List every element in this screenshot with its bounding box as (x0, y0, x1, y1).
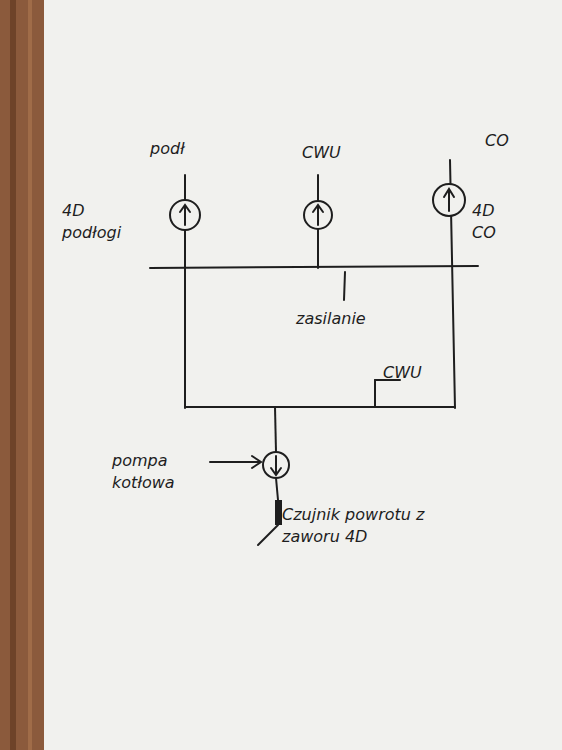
handwritten-label: CO (485, 130, 535, 152)
pipe (275, 407, 276, 452)
handwritten-label: podł (150, 138, 220, 160)
handwritten-label: CWU (302, 142, 362, 164)
sensor-symbol (275, 500, 282, 525)
pump-symbol (170, 200, 200, 230)
pump-arrow (184, 206, 186, 225)
pump-arrow (180, 205, 190, 212)
handwritten-label: zasilanie (296, 308, 406, 330)
pump-arrow (448, 190, 450, 211)
pipe (258, 525, 278, 545)
pipe (184, 175, 186, 408)
leader-line (210, 461, 260, 463)
handwritten-label: 4D CO (472, 200, 522, 244)
wood-grain (28, 0, 32, 750)
pump-arrow (444, 189, 454, 197)
pump-symbol (304, 201, 332, 229)
pump-arrow (317, 206, 319, 225)
wood-grain (10, 0, 16, 750)
pump-symbol (433, 184, 465, 216)
pump-arrow (275, 456, 277, 474)
handwritten-label: pompa kotłowa (112, 450, 202, 494)
pump-arrow (271, 468, 281, 475)
paper (44, 0, 562, 750)
handwritten-label: CWU (383, 362, 443, 384)
pipe (276, 478, 278, 500)
pump-arrow (313, 205, 323, 212)
pipe (150, 266, 478, 268)
pipe (185, 406, 455, 408)
table-edge (0, 0, 48, 750)
handwritten-label: Czujnik powrotu z zaworu 4D (282, 504, 452, 548)
pipe (317, 175, 319, 268)
leader-arrow (252, 456, 261, 468)
pipe (344, 272, 345, 300)
handwritten-label: 4D podłogi (62, 200, 142, 244)
pipe (374, 380, 376, 407)
pump-symbol (263, 452, 289, 478)
